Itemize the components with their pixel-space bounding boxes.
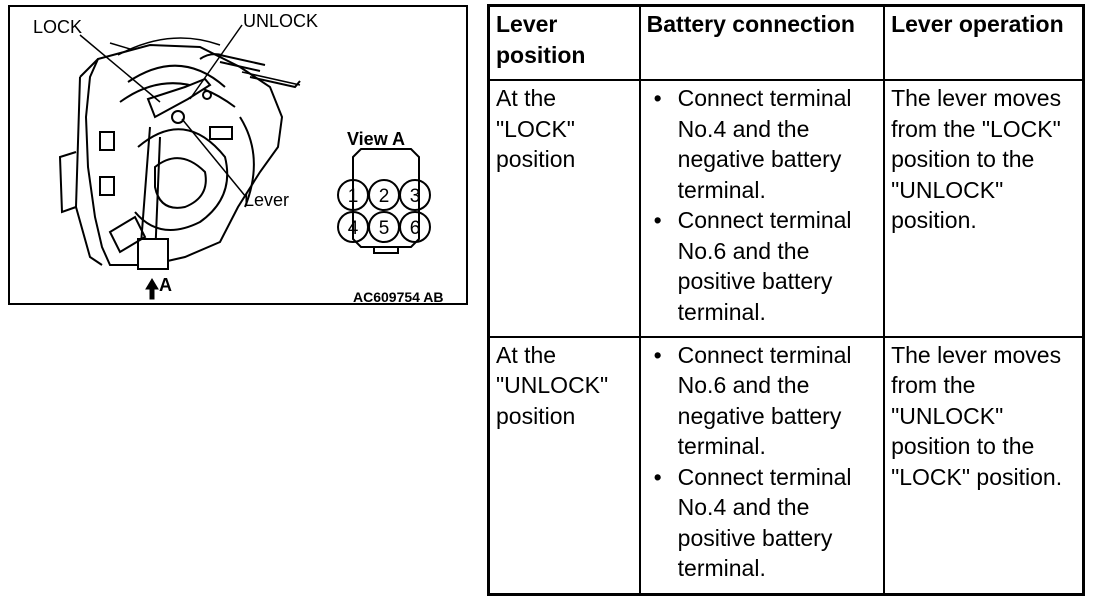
- list-item: Connect terminal No.4 and the negative b…: [651, 83, 877, 205]
- figure-code: AC609754 AB: [353, 289, 444, 305]
- connector-pin: 6: [410, 218, 421, 239]
- view-a-label: View A: [347, 129, 406, 149]
- connector-pin: 5: [379, 218, 390, 239]
- table-row: At the "UNLOCK" position Connect termina…: [487, 335, 1085, 596]
- header-lever-operation: Lever operation: [883, 4, 1085, 81]
- list-item: Connect terminal No.6 and the positive b…: [651, 205, 877, 327]
- connection-list: Connect terminal No.4 and the negative b…: [651, 83, 877, 327]
- lever-operation-table: Lever position Battery connection Lever …: [487, 4, 1085, 596]
- actuator-figure: 1 2 3 4 5 6 LOCK UNLOCK Lever View A A A…: [8, 5, 468, 305]
- lever-label: Lever: [244, 190, 290, 210]
- cell-battery-connection: Connect terminal No.4 and the negative b…: [638, 79, 886, 338]
- arrow-a-label: A: [159, 275, 172, 295]
- cell-lever-position: At the "LOCK" position: [487, 79, 641, 338]
- list-item: Connect terminal No.4 and the positive b…: [651, 462, 877, 584]
- lock-label: LOCK: [33, 17, 83, 37]
- unlock-label: UNLOCK: [243, 11, 319, 31]
- connector-pin: 3: [410, 186, 421, 207]
- cell-lever-operation: The lever moves from the "UNLOCK" positi…: [883, 335, 1085, 596]
- connector-pin: 2: [379, 186, 390, 207]
- cell-battery-connection: Connect terminal No.6 and the negative b…: [638, 335, 886, 596]
- cell-lever-position: At the "UNLOCK" position: [487, 335, 641, 596]
- cell-lever-operation: The lever moves from the "LOCK" position…: [883, 79, 1085, 338]
- connection-list: Connect terminal No.6 and the negative b…: [651, 340, 877, 584]
- connector-pin: 4: [348, 218, 359, 239]
- table-row: At the "LOCK" position Connect terminal …: [487, 79, 1085, 338]
- actuator-drawing: 1 2 3 4 5 6: [58, 24, 431, 300]
- header-lever-position: Lever position: [487, 4, 641, 81]
- header-battery-connection: Battery connection: [638, 4, 886, 81]
- list-item: Connect terminal No.6 and the negative b…: [651, 340, 877, 462]
- table-header-row: Lever position Battery connection Lever …: [487, 4, 1085, 81]
- connector-pin: 1: [348, 186, 359, 207]
